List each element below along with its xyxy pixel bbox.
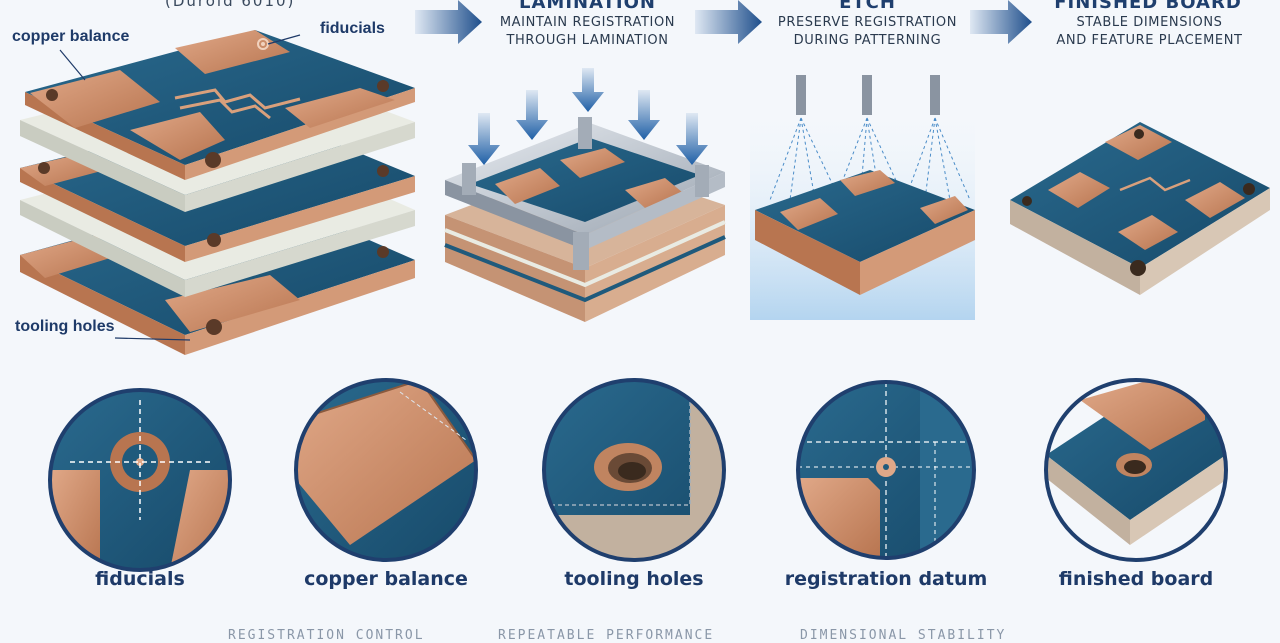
etch-station <box>750 75 975 320</box>
callout-fiducials: fiducials <box>320 20 385 37</box>
stage-subtitle-line: PRESERVE REGISTRATION <box>777 15 958 30</box>
detail-label-copper-balance: copper balance <box>304 568 468 590</box>
callout-tooling-holes: tooling holes <box>15 318 115 335</box>
detail-circle-copper-balance <box>294 378 478 562</box>
stage-subtitle-line: DURING PATTERNING <box>793 33 942 48</box>
stage-subtitle-line: AND FEATURE PLACEMENT <box>1056 33 1243 48</box>
detail-label-registration-datum: registration datum <box>784 568 988 590</box>
detail-circle-fiducials <box>48 388 232 572</box>
detail-label-tooling-holes: tooling holes <box>564 568 704 590</box>
process-arrow-1 <box>415 0 482 44</box>
process-arrow-2 <box>695 0 762 44</box>
detail-label-fiducials: fiducials <box>95 568 185 590</box>
materials-note: (Duroid 6010) <box>165 0 296 10</box>
stage-title-lamination: LAMINATION <box>519 0 656 13</box>
footer-item-repeatable-performance: REPEATABLE PERFORMANCE <box>498 628 715 643</box>
pressure-arrow <box>468 68 708 165</box>
stage-subtitle-finished-board: STABLE DIMENSIONS AND FEATURE PLACEMENT <box>1032 14 1267 50</box>
stage-subtitle-line: STABLE DIMENSIONS <box>1076 15 1223 30</box>
stage-subtitle-line: THROUGH LAMINATION <box>506 33 669 48</box>
stage-subtitle-etch: PRESERVE REGISTRATION DURING PATTERNING <box>750 14 985 50</box>
finished-board <box>1010 122 1270 295</box>
stage-subtitle-lamination: MAINTAIN REGISTRATION THROUGH LAMINATION <box>470 14 705 50</box>
footer-item-registration-control: REGISTRATION CONTROL <box>228 628 425 643</box>
stage-subtitle-line: MAINTAIN REGISTRATION <box>499 15 676 30</box>
process-arrow-3 <box>970 0 1032 44</box>
stage-title-etch: ETCH <box>839 0 896 13</box>
detail-circle-finished-board <box>1044 378 1228 562</box>
lamination-press <box>444 68 726 322</box>
stage-title-finished-board: FINISHED BOARD <box>1054 0 1242 13</box>
footer-item-dimensional-stability: DIMENSIONAL STABILITY <box>800 628 1007 643</box>
detail-label-finished-board: finished board <box>1058 568 1214 590</box>
exploded-layer-stack <box>20 30 415 355</box>
detail-circle-tooling-holes <box>542 378 726 562</box>
detail-circle-registration-datum <box>796 380 976 560</box>
callout-copper-balance: copper balance <box>12 28 130 45</box>
